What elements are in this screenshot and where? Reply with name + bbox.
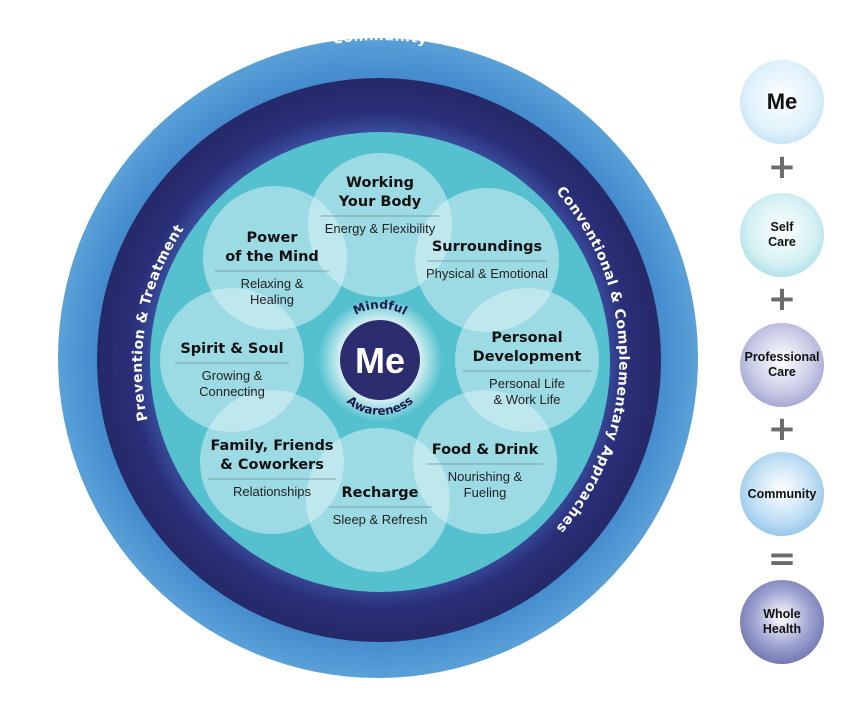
equation-ball-professional-care: Professional Care: [740, 323, 824, 407]
plus-icon: +: [767, 409, 797, 449]
petal-title: of the Mind: [225, 249, 319, 265]
me-circle: [340, 320, 420, 400]
petal-subtitle: Relationships: [233, 484, 312, 499]
equation-ball-whole-health: Whole Health: [740, 580, 824, 664]
petal-subtitle: & Work Life: [494, 392, 561, 407]
petal-subtitle: Healing: [250, 292, 294, 307]
equals-icon: =: [767, 539, 797, 579]
equation-ball-me: Me: [740, 60, 824, 144]
petal-subtitle: Connecting: [199, 384, 265, 399]
petal-title: Recharge: [341, 485, 418, 501]
equation-ball-label: Whole Health: [762, 607, 802, 636]
petal-title: Development: [473, 349, 582, 365]
petal-title: Family, Friends: [210, 438, 333, 454]
community-ring-label: Community: [331, 28, 428, 48]
petal-title: Personal: [491, 330, 562, 346]
equation-ball-community: Community: [740, 452, 824, 536]
equation-ball-label: Self Care: [768, 220, 796, 249]
petal-subtitle: Sleep & Refresh: [333, 512, 428, 527]
petal-title: Working: [346, 175, 414, 191]
petal-title: Food & Drink: [432, 442, 539, 458]
petal-subtitle: Physical & Emotional: [426, 266, 548, 281]
plus-icon: +: [767, 279, 797, 319]
petal-title: Surroundings: [432, 239, 542, 255]
petal-subtitle: Relaxing &: [241, 276, 304, 291]
petal-title: Power: [247, 230, 299, 246]
petal-title: & Coworkers: [220, 457, 324, 473]
petal-subtitle: Fueling: [464, 485, 507, 500]
petal-circle: [203, 186, 347, 330]
petal-subtitle: Energy & Flexibility: [325, 221, 436, 236]
me-label: Me: [355, 340, 405, 381]
equation-ball-self-care: Self Care: [740, 193, 824, 277]
equation-ball-label: Me: [766, 89, 798, 114]
equation-ball-label: Professional Care: [744, 350, 820, 379]
petal-title: Your Body: [338, 194, 422, 210]
petal-subtitle: Nourishing &: [448, 469, 523, 484]
petal-title: Spirit & Soul: [180, 341, 283, 357]
plus-icon: +: [767, 147, 797, 187]
petal-subtitle: Personal Life: [489, 376, 565, 391]
petal-subtitle: Growing &: [202, 368, 263, 383]
equation-ball-label: Community: [747, 486, 817, 501]
